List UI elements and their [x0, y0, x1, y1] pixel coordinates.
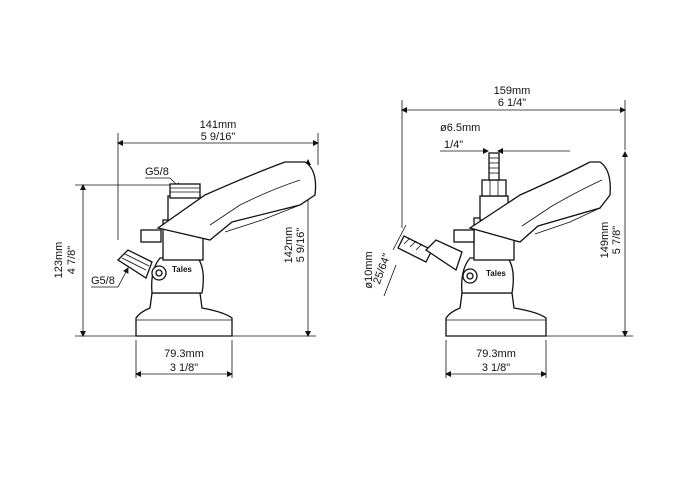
- left-width-mm: 141mm: [200, 119, 237, 131]
- left-right-height-mm: 142mm: [283, 227, 295, 264]
- left-base-in: 3 1/8": [170, 362, 198, 374]
- right-base-mm: 79.3mm: [476, 348, 516, 360]
- right-height-mm: 149mm: [599, 222, 611, 259]
- left-side-thread-label: G5/8: [91, 275, 115, 287]
- left-coupler-view: 141mm 5 9/16" 123mm 4 7/8" 142mm 5 9/16"…: [53, 119, 319, 378]
- right-coupler-view: 159mm 6 1/4" ø6.5mm 1/4" ø10mm 25/64" 14…: [363, 85, 633, 378]
- right-tube-in: 1/4": [444, 139, 463, 151]
- left-height-mm: 123mm: [53, 242, 65, 279]
- left-base-mm: 79.3mm: [164, 348, 204, 360]
- left-height-in: 4 7/8": [66, 246, 78, 274]
- right-side-dia-mm: ø10mm: [363, 251, 375, 288]
- left-brand-label: Tales: [172, 265, 192, 274]
- left-right-height-in: 5 9/16": [295, 228, 307, 263]
- right-height-in: 5 7/8": [611, 226, 623, 254]
- right-width-in: 6 1/4": [498, 97, 526, 109]
- left-width-in: 5 9/16": [201, 131, 236, 143]
- right-tube-mm: ø6.5mm: [440, 122, 480, 134]
- right-width-mm: 159mm: [494, 85, 531, 97]
- left-top-thread-label: G5/8: [145, 166, 169, 178]
- right-brand-label: Tales: [486, 269, 506, 278]
- right-base-in: 3 1/8": [482, 362, 510, 374]
